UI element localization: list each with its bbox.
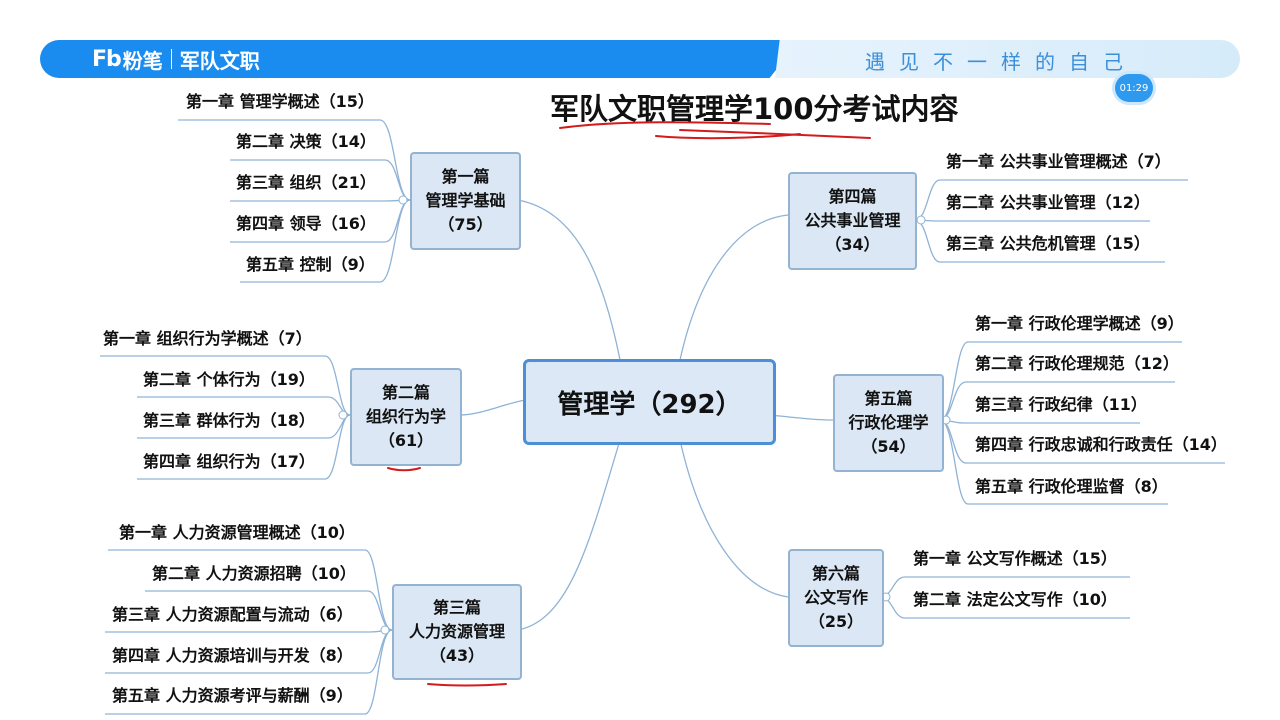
brand-divider	[170, 49, 172, 69]
slogan-banner	[775, 40, 1240, 78]
part-node-1[interactable]: 第一篇 管理学基础 （75）	[410, 152, 521, 250]
connector-p1	[517, 199, 621, 361]
brand-name: 粉笔	[122, 48, 163, 73]
chapter-label[interactable]: 第三章 行政纪律（11）	[975, 395, 1147, 414]
chapter-label[interactable]: 第三章 组织（21）	[236, 173, 376, 192]
chapter-label[interactable]: 第五章 人力资源考评与薪酬（9）	[112, 686, 353, 705]
chapter-label[interactable]: 第一章 组织行为学概述（7）	[103, 329, 312, 348]
part-4-name: 第四篇	[828, 187, 877, 206]
part-1-title: 管理学基础	[425, 191, 506, 210]
connector-p2	[459, 399, 526, 416]
part-6-name: 第六篇	[811, 564, 860, 583]
chapter-label[interactable]: 第五章 行政伦理监督（8）	[975, 477, 1168, 496]
part-node-4[interactable]: 第四篇 公共事业管理 （34）	[788, 172, 917, 270]
chapter-label[interactable]: 第二章 公共事业管理（12）	[946, 193, 1150, 212]
part-2-score: （61）	[378, 431, 434, 450]
part-1-name: 第一篇	[441, 167, 490, 186]
chapter-label[interactable]: 第三章 人力资源配置与流动（6）	[112, 605, 353, 624]
connector-p4	[679, 214, 789, 361]
part-3-score: （43）	[429, 646, 485, 665]
chapter-label[interactable]: 第四章 行政忠诚和行政责任（14）	[975, 435, 1227, 454]
chapter-label[interactable]: 第一章 公共事业管理概述（7）	[946, 152, 1171, 171]
chapter-label[interactable]: 第二章 法定公文写作（10）	[913, 590, 1117, 609]
part-5-title: 行政伦理学	[848, 413, 929, 432]
chapter-label[interactable]: 第三章 群体行为（18）	[143, 411, 315, 430]
part-3-title: 人力资源管理	[408, 622, 505, 641]
chapter-label[interactable]: 第一章 行政伦理学概述（9）	[975, 314, 1184, 333]
part-4-title: 公共事业管理	[804, 211, 901, 230]
chapter-label[interactable]: 第二章 人力资源招聘（10）	[152, 564, 356, 583]
timer-badge: 01:29	[1115, 74, 1153, 102]
chapter-label[interactable]: 第二章 个体行为（19）	[143, 370, 315, 389]
part-node-5[interactable]: 第五篇 行政伦理学 （54）	[833, 374, 944, 472]
center-node[interactable]: 管理学（292）	[523, 359, 776, 445]
part-2-title: 组织行为学	[365, 407, 446, 426]
part-node-6[interactable]: 第六篇 公文写作 （25）	[788, 549, 884, 647]
slogan-text: 遇见不一样的自己	[865, 50, 1137, 74]
chapter-label[interactable]: 第三章 公共危机管理（15）	[946, 234, 1150, 253]
chapter-label[interactable]: 第四章 领导（16）	[236, 214, 376, 233]
brand-logo: Fb 粉笔 军队文职	[92, 44, 260, 74]
brand-subtitle: 军队文职	[179, 48, 260, 73]
chapter-label[interactable]: 第一章 管理学概述（15）	[186, 92, 374, 111]
part-3-name: 第三篇	[432, 598, 481, 617]
connector-p6	[679, 439, 789, 598]
annotation-title-underline	[559, 121, 871, 140]
part-2-name: 第二篇	[381, 383, 430, 402]
chapter-label[interactable]: 第一章 公文写作概述（15）	[913, 549, 1117, 568]
fenbi-logo-icon: Fb	[92, 46, 122, 72]
part-node-3[interactable]: 第三篇 人力资源管理 （43）	[392, 584, 522, 680]
part-node-2[interactable]: 第二篇 组织行为学 （61）	[350, 368, 462, 466]
part-5-score: （54）	[861, 437, 916, 456]
chapter-label[interactable]: 第五章 控制（9）	[246, 255, 375, 274]
chapter-label[interactable]: 第四章 人力资源培训与开发（8）	[112, 646, 353, 665]
part-6-title: 公文写作	[803, 588, 868, 607]
chapter-label[interactable]: 第一章 人力资源管理概述（10）	[119, 523, 355, 542]
connector-p5	[769, 414, 834, 421]
part-5-name: 第五篇	[864, 389, 913, 408]
page-title: 军队文职管理学100分考试内容	[550, 92, 959, 126]
part-6-score: （25）	[808, 612, 864, 631]
connector-p3	[517, 439, 621, 631]
part-1-score: （75）	[438, 215, 493, 234]
header-banner	[40, 40, 800, 78]
chapter-label[interactable]: 第二章 决策（14）	[236, 132, 376, 151]
part-4-score: （34）	[825, 235, 880, 254]
chapter-label[interactable]: 第四章 组织行为（17）	[143, 452, 315, 471]
chapter-label[interactable]: 第二章 行政伦理规范（12）	[975, 354, 1179, 373]
